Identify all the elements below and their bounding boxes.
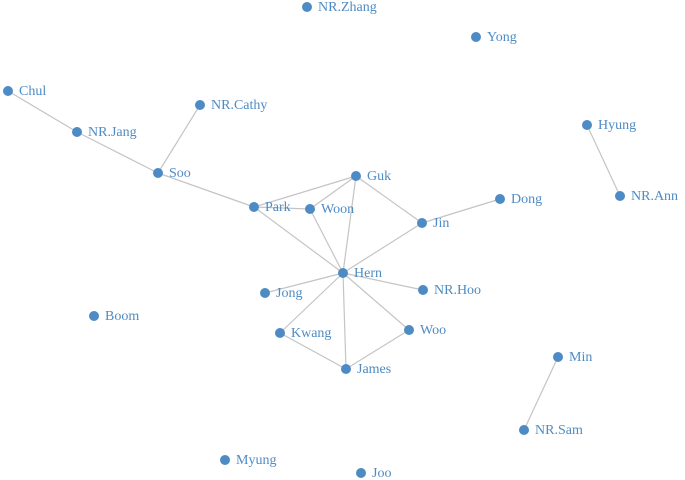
node-label-nr-jang: NR.Jang [88,125,137,140]
node-dot-min[interactable] [553,352,563,362]
node-label-nr-hoo: NR.Hoo [434,283,481,298]
node-dot-james[interactable] [341,364,351,374]
node-dong[interactable]: Dong [495,192,542,207]
edge-woo-james [345,329,410,370]
node-dot-hyung[interactable] [582,120,592,130]
node-james[interactable]: James [341,362,391,377]
node-label-woon: Woon [321,202,354,217]
node-dot-joo[interactable] [356,468,366,478]
node-label-boom: Boom [105,309,139,324]
node-dot-nr-hoo[interactable] [418,285,428,295]
node-label-min: Min [569,350,592,365]
node-guk[interactable]: Guk [351,169,391,184]
node-dot-chul[interactable] [3,86,13,96]
node-label-myung: Myung [236,453,276,468]
node-label-chul: Chul [19,84,46,99]
node-dot-nr-sam[interactable] [519,425,529,435]
node-label-kwang: Kwang [291,326,331,341]
node-dot-woon[interactable] [305,204,315,214]
node-dot-boom[interactable] [89,311,99,321]
node-dot-nr-zhang[interactable] [302,2,312,12]
node-dot-yong[interactable] [471,32,481,42]
node-label-nr-ann: NR.Ann [631,189,678,204]
node-jong[interactable]: Jong [260,286,302,301]
edge-park-guk [253,175,357,208]
node-yong[interactable]: Yong [471,30,517,45]
node-dot-kwang[interactable] [275,328,285,338]
node-dot-dong[interactable] [495,194,505,204]
edge-hern-woo [342,272,410,331]
node-label-nr-cathy: NR.Cathy [211,98,267,113]
node-dot-myung[interactable] [220,455,230,465]
edge-hern-jong [264,272,344,294]
node-label-park: Park [265,200,291,215]
node-label-woo: Woo [420,323,446,338]
edge-soo-park [157,172,255,208]
edge-hern-nr-hoo [342,272,424,291]
node-label-dong: Dong [511,192,542,207]
node-woo[interactable]: Woo [404,323,446,338]
node-jin[interactable]: Jin [417,216,449,231]
node-label-jong: Jong [276,286,302,301]
edge-kwang-james [279,332,347,370]
node-dot-nr-cathy[interactable] [195,100,205,110]
node-nr-ann[interactable]: NR.Ann [615,189,678,204]
node-soo[interactable]: Soo [153,166,191,181]
node-park[interactable]: Park [249,200,291,215]
edge-woon-hern [309,208,344,274]
edge-chul-nr-jang [7,90,78,133]
node-woon[interactable]: Woon [305,202,354,217]
node-label-james: James [357,362,391,377]
node-label-hyung: Hyung [598,118,636,133]
node-label-guk: Guk [367,169,391,184]
node-dot-nr-ann[interactable] [615,191,625,201]
node-label-soo: Soo [169,166,191,181]
node-dot-woo[interactable] [404,325,414,335]
node-boom[interactable]: Boom [89,309,139,324]
edge-hyung-nr-ann [586,124,621,197]
node-kwang[interactable]: Kwang [275,326,331,341]
node-chul[interactable]: Chul [3,84,46,99]
node-nr-jang[interactable]: NR.Jang [72,125,137,140]
node-label-nr-sam: NR.Sam [535,423,583,438]
edge-guk-jin [355,175,423,224]
edge-min-nr-sam [523,356,559,431]
node-label-hern: Hern [354,266,382,281]
node-dot-jin[interactable] [417,218,427,228]
node-label-yong: Yong [487,30,517,45]
node-nr-zhang[interactable]: NR.Zhang [302,0,377,15]
edge-park-woon [253,206,311,210]
edge-guk-hern [342,175,357,274]
node-dot-nr-jang[interactable] [72,127,82,137]
node-dot-hern[interactable] [338,268,348,278]
node-dot-guk[interactable] [351,171,361,181]
edge-nr-jang-soo [76,131,159,174]
node-dot-soo[interactable] [153,168,163,178]
node-dot-park[interactable] [249,202,259,212]
node-dot-jong[interactable] [260,288,270,298]
edge-jin-hern [342,222,423,274]
node-joo[interactable]: Joo [356,466,391,480]
node-min[interactable]: Min [553,350,592,365]
edge-hern-james [342,272,347,370]
edge-woon-guk [309,175,357,210]
edge-nr-cathy-soo [157,104,201,174]
edge-park-hern [253,206,344,274]
edges-layer [7,90,621,431]
node-nr-sam[interactable]: NR.Sam [519,423,583,438]
node-hyung[interactable]: Hyung [582,118,636,133]
node-nr-hoo[interactable]: NR.Hoo [418,283,481,298]
edge-jin-dong [421,198,501,224]
edge-hern-kwang [279,272,344,334]
node-label-jin: Jin [433,216,449,231]
node-label-joo: Joo [372,466,391,480]
node-myung[interactable]: Myung [220,453,276,468]
node-hern[interactable]: Hern [338,266,382,281]
node-nr-cathy[interactable]: NR.Cathy [195,98,267,113]
node-label-nr-zhang: NR.Zhang [318,0,377,15]
